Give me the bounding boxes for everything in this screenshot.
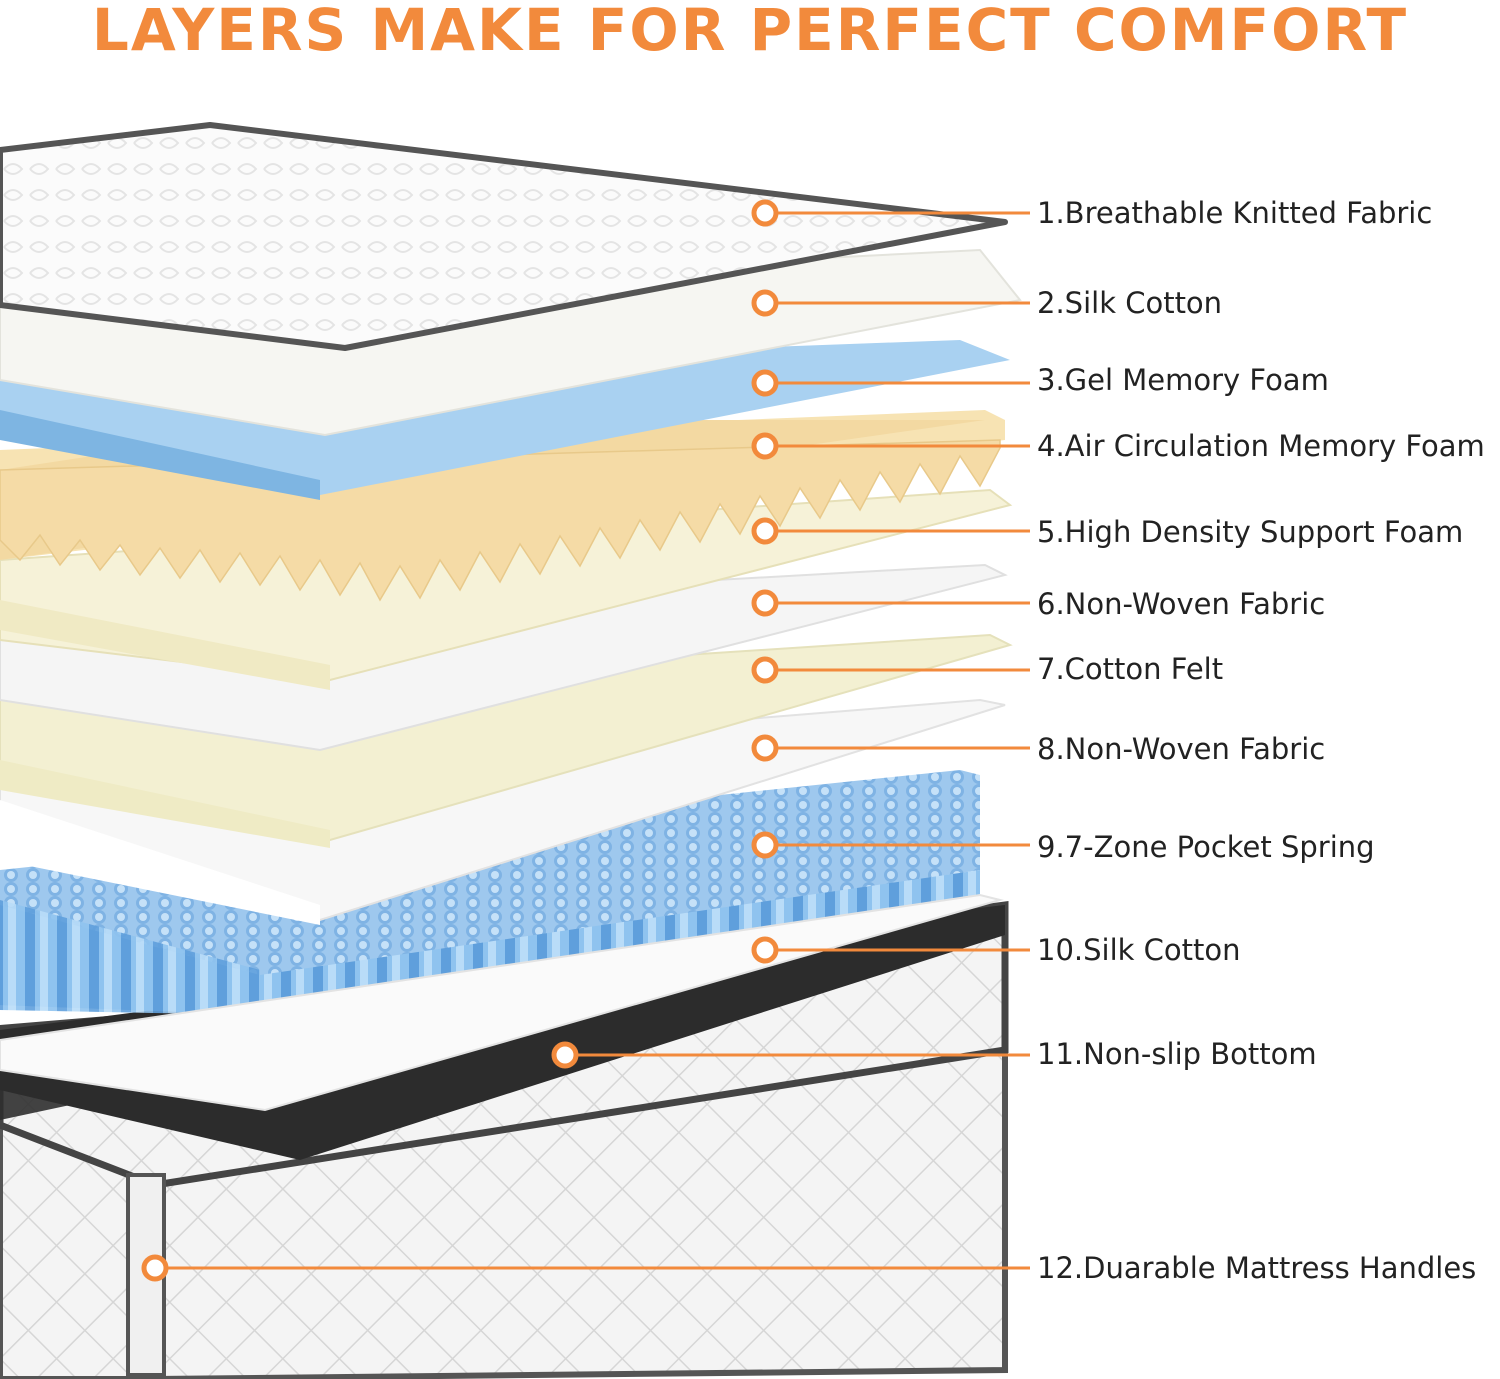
knitted-fabric-top-layer: [0, 122, 1008, 351]
layer-label-10: 10.Silk Cotton: [1037, 933, 1241, 967]
layer-label-9: 9.7-Zone Pocket Spring: [1037, 830, 1375, 864]
layer-label-12: 12.Duarable Mattress Handles: [1037, 1251, 1477, 1285]
layer-label-2: 2.Silk Cotton: [1037, 286, 1223, 320]
page-title: LAYERS MAKE FOR PERFECT COMFORT: [91, 0, 1409, 64]
layer-label-4: 4.Air Circulation Memory Foam: [1037, 429, 1485, 463]
callouts: [141, 199, 1030, 1282]
layer-label-6: 6.Non-Woven Fabric: [1037, 587, 1326, 621]
layer-label-8: 8.Non-Woven Fabric: [1037, 732, 1326, 766]
layer-label-5: 5.High Density Support Foam: [1037, 515, 1464, 549]
layer-label-1: 1.Breathable Knitted Fabric: [1037, 196, 1433, 230]
pocket-spring-layer: [0, 770, 980, 1015]
layer-label-3: 3.Gel Memory Foam: [1037, 363, 1329, 397]
silk-cotton-bottom-layer: [0, 893, 1004, 1112]
layer-label-7: 7.Cotton Felt: [1037, 652, 1224, 686]
layer-label-11: 11.Non-slip Bottom: [1037, 1037, 1317, 1071]
